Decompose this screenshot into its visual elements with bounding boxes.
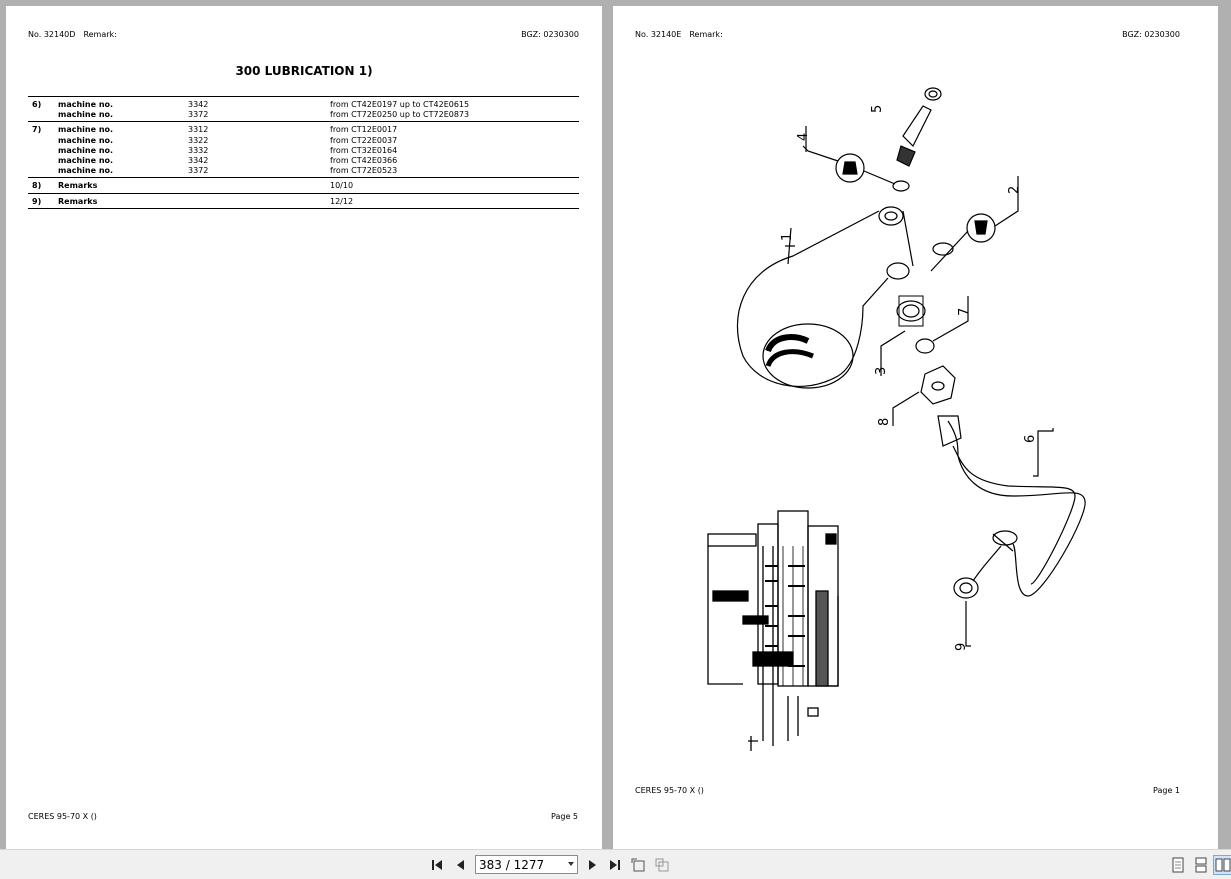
page-header-left: No. 32140D Remark: xyxy=(28,30,117,39)
crop-icon xyxy=(655,858,669,872)
callout-6: 6 xyxy=(1023,435,1038,443)
row-value: 3342 xyxy=(188,100,209,109)
table-group: 7) machine no. 3312 from CT12E0017 machi… xyxy=(28,121,579,178)
row-label: machine no. xyxy=(58,110,114,120)
row-range: from CT12E0017 xyxy=(330,125,398,135)
table-row: machine no. 3322 from CT22E0037 xyxy=(28,136,579,146)
two-page-view-button[interactable] xyxy=(1213,855,1231,875)
bgz-code: BGZ: 0230300 xyxy=(1122,30,1180,39)
document-viewport[interactable]: No. 32140D Remark: BGZ: 0230300 300 LUBRI… xyxy=(0,0,1231,849)
table-group: 6) machine no. 3342 from CT42E0197 up to… xyxy=(28,96,579,122)
previous-page-button[interactable] xyxy=(452,856,470,874)
callout-3: 3 xyxy=(874,367,889,375)
first-page-icon xyxy=(432,860,442,870)
row-range: from CT32E0164 xyxy=(330,145,398,155)
single-page-view-button[interactable] xyxy=(1169,856,1187,874)
page-title: 300 LUBRICATION 1) xyxy=(235,64,373,78)
table-row: 6) machine no. 3342 from CT42E0197 up to… xyxy=(28,97,579,111)
callout-5: 5 xyxy=(870,105,885,113)
rotate-icon xyxy=(631,858,645,872)
row-value: 3342 xyxy=(188,156,209,166)
group-number: 9) xyxy=(32,196,42,206)
navigation-toolbar: 383 / 1277 xyxy=(0,849,1231,879)
single-page-icon xyxy=(1172,857,1184,873)
lubrication-parts-diagram: 1 2 3 4 5 6 7 8 9 xyxy=(707,87,1086,751)
row-value xyxy=(188,193,330,208)
continuous-view-button[interactable] xyxy=(1192,856,1210,874)
page-left: No. 32140D Remark: BGZ: 0230300 300 LUBRI… xyxy=(6,6,602,849)
group-number: 8) xyxy=(32,181,42,191)
callout-9: 9 xyxy=(954,643,969,651)
row-range: 12/12 xyxy=(330,196,354,206)
footer-model: CERES 95-70 X () xyxy=(635,786,704,795)
first-page-button[interactable] xyxy=(429,856,447,874)
machine-table: 6) machine no. 3342 from CT42E0197 up to… xyxy=(28,96,579,209)
table-group: 8) Remarks 10/10 xyxy=(28,177,579,193)
footer-page-number: Page 5 xyxy=(551,812,578,821)
table-row: 7) machine no. 3312 from CT12E0017 xyxy=(28,122,579,136)
two-page-icon xyxy=(1215,858,1231,872)
callout-8: 8 xyxy=(877,418,892,426)
table-row: 9) Remarks 12/12 xyxy=(28,193,579,208)
row-range: from CT72E0523 xyxy=(330,166,398,176)
next-page-button[interactable] xyxy=(583,856,601,874)
row-value xyxy=(188,178,330,193)
footer-model: CERES 95-70 X () xyxy=(28,812,97,821)
row-label: machine no. xyxy=(58,125,114,135)
part-callouts: 1 2 3 4 5 6 7 8 9 xyxy=(780,105,1038,651)
row-value: 3322 xyxy=(188,135,209,145)
doc-number: No. 32140D xyxy=(28,30,76,39)
row-label: machine no. xyxy=(58,156,114,166)
row-range: 10/10 xyxy=(330,181,354,191)
row-value: 3332 xyxy=(188,145,209,155)
row-label: Remarks xyxy=(58,196,98,206)
doc-number: No. 32140E xyxy=(635,30,682,39)
table-row: machine no. 3372 from CT72E0523 xyxy=(28,166,579,178)
group-number: 6) xyxy=(32,100,42,109)
row-range: from CT72E0250 up to CT72E0873 xyxy=(330,110,470,120)
row-value: 3372 xyxy=(188,110,209,120)
row-range: from CT42E0366 xyxy=(330,156,398,166)
chevron-down-icon[interactable] xyxy=(568,862,574,866)
row-label: machine no. xyxy=(58,145,114,155)
callout-4: 4 xyxy=(796,133,811,141)
table-row: machine no. 3332 from CT32E0164 xyxy=(28,146,579,156)
table-row: machine no. 3372 from CT72E0250 up to CT… xyxy=(28,110,579,122)
row-value: 3312 xyxy=(188,125,209,135)
row-range: from CT22E0037 xyxy=(330,135,398,145)
page-number-input[interactable]: 383 / 1277 xyxy=(475,855,578,874)
row-label: machine no. xyxy=(58,100,114,109)
page-header-right: No. 32140E Remark: xyxy=(635,30,723,39)
table-row: machine no. 3342 from CT42E0366 xyxy=(28,156,579,166)
page-right: No. 32140E Remark: BGZ: 0230300 xyxy=(613,6,1218,849)
bgz-code: BGZ: 0230300 xyxy=(521,30,579,39)
table-group: 9) Remarks 12/12 xyxy=(28,193,579,209)
row-label: machine no. xyxy=(58,166,114,176)
next-page-icon xyxy=(589,860,596,870)
row-label: Remarks xyxy=(58,181,98,191)
page-indicator: 383 / 1277 xyxy=(479,857,545,872)
callout-7: 7 xyxy=(957,308,972,316)
group-number: 7) xyxy=(32,125,42,135)
continuous-page-icon xyxy=(1195,857,1207,873)
previous-page-icon xyxy=(457,860,464,870)
last-page-icon xyxy=(610,860,620,870)
table-row: 8) Remarks 10/10 xyxy=(28,178,579,193)
rotate-button[interactable] xyxy=(629,856,647,874)
row-label: machine no. xyxy=(58,135,114,145)
remark-label: Remark: xyxy=(689,30,723,39)
row-range: from CT42E0197 up to CT42E0615 xyxy=(330,100,470,109)
crop-button[interactable] xyxy=(653,856,671,874)
callout-1: 1 xyxy=(780,233,795,241)
row-value: 3372 xyxy=(188,166,209,176)
last-page-button[interactable] xyxy=(605,856,623,874)
callout-2: 2 xyxy=(1007,186,1022,194)
remark-label: Remark: xyxy=(83,30,117,39)
footer-page-number: Page 1 xyxy=(1153,786,1180,795)
